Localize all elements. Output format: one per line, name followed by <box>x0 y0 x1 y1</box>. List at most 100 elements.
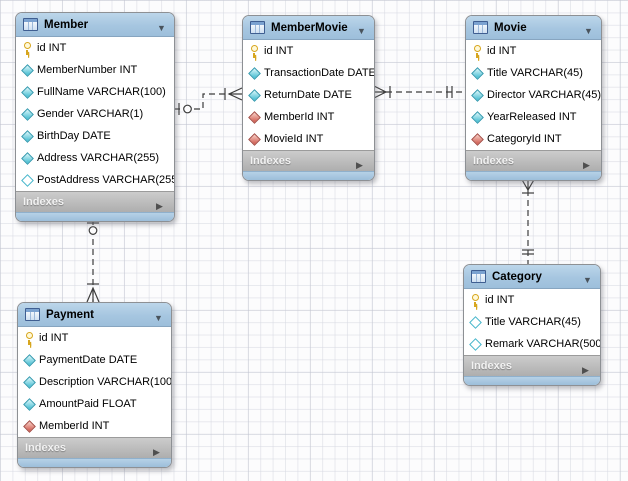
table-membermovie-header[interactable]: MemberMovie <box>243 16 374 40</box>
table-payment-columns: id INT PaymentDate DATE Description VARC… <box>18 327 171 437</box>
relationship-movie-category[interactable] <box>520 177 536 264</box>
table-bottom-strip <box>18 458 171 467</box>
member-field-gender[interactable]: Gender VARCHAR(1) <box>16 103 174 125</box>
membermovie-field-transactiondate[interactable]: TransactionDate DATE <box>243 62 374 84</box>
crowfoot-many-icon <box>86 286 100 303</box>
indexes-bar[interactable]: Indexes <box>464 355 600 376</box>
primary-key-icon <box>471 44 483 58</box>
membermovie-field-movieid[interactable]: MovieId INT <box>243 128 374 150</box>
indexes-label: Indexes <box>25 442 66 454</box>
relationship-line[interactable] <box>174 93 230 110</box>
crowfoot-many-icon <box>373 85 388 99</box>
table-title: MemberMovie <box>271 21 348 34</box>
expand-arrow-icon[interactable] <box>356 155 366 167</box>
movie-field-categoryid[interactable]: CategoryId INT <box>466 128 601 150</box>
column-icon <box>248 89 260 102</box>
expand-arrow-icon[interactable] <box>582 360 592 372</box>
table-bottom-strip <box>243 171 374 180</box>
indexes-label: Indexes <box>471 360 512 372</box>
crowfoot-many-icon <box>227 87 243 101</box>
category-field-id[interactable]: id INT <box>464 289 600 311</box>
table-bottom-strip <box>16 212 174 221</box>
table-member-header[interactable]: Member <box>16 13 174 37</box>
membermovie-field-returndate[interactable]: ReturnDate DATE <box>243 84 374 106</box>
table-movie-columns: id INT Title VARCHAR(45) Director VARCHA… <box>466 40 601 150</box>
category-field-remark[interactable]: Remark VARCHAR(500) <box>464 333 600 355</box>
indexes-label: Indexes <box>473 155 514 167</box>
foreign-key-icon <box>23 420 35 433</box>
table-category[interactable]: Category id INT Title VARCHAR(45) Remark… <box>463 264 601 386</box>
payment-field-paymentdate[interactable]: PaymentDate DATE <box>18 349 171 371</box>
membermovie-field-memberid[interactable]: MemberId INT <box>243 106 374 128</box>
column-icon <box>471 111 483 124</box>
movie-field-yearreleased[interactable]: YearReleased INT <box>466 106 601 128</box>
optional-circle-icon <box>88 226 98 235</box>
indexes-label: Indexes <box>250 155 291 167</box>
table-member[interactable]: Member id INT MemberNumber INT FullName … <box>15 12 175 222</box>
payment-field-id[interactable]: id INT <box>18 327 171 349</box>
member-field-postaddress[interactable]: PostAddress VARCHAR(255) <box>16 169 174 191</box>
table-bottom-strip <box>464 376 600 385</box>
foreign-key-icon <box>248 133 260 146</box>
collapse-arrow-icon[interactable] <box>357 21 367 33</box>
expand-arrow-icon[interactable] <box>156 196 166 208</box>
relationship-member-payment[interactable] <box>86 219 100 303</box>
expand-arrow-icon[interactable] <box>153 442 163 454</box>
payment-field-description[interactable]: Description VARCHAR(100) <box>18 371 171 393</box>
collapse-arrow-icon[interactable] <box>583 270 593 282</box>
column-icon <box>471 89 483 102</box>
table-icon <box>473 21 488 34</box>
collapse-arrow-icon[interactable] <box>584 21 594 33</box>
member-field-id[interactable]: id INT <box>16 37 174 59</box>
table-payment-header[interactable]: Payment <box>18 303 171 327</box>
column-icon <box>248 67 260 80</box>
column-icon <box>21 64 33 77</box>
category-field-title[interactable]: Title VARCHAR(45) <box>464 311 600 333</box>
column-icon <box>23 398 35 411</box>
expand-arrow-icon[interactable] <box>583 155 593 167</box>
table-title: Payment <box>46 308 94 321</box>
column-icon <box>21 152 33 165</box>
table-movie-header[interactable]: Movie <box>466 16 601 40</box>
table-icon <box>25 308 40 321</box>
table-category-columns: id INT Title VARCHAR(45) Remark VARCHAR(… <box>464 289 600 355</box>
table-category-header[interactable]: Category <box>464 265 600 289</box>
table-member-columns: id INT MemberNumber INT FullName VARCHAR… <box>16 37 174 191</box>
nullable-column-icon <box>21 174 33 187</box>
collapse-arrow-icon[interactable] <box>154 308 164 320</box>
movie-field-director[interactable]: Director VARCHAR(45) <box>466 84 601 106</box>
movie-field-id[interactable]: id INT <box>466 40 601 62</box>
table-membermovie-columns: id INT TransactionDate DATE ReturnDate D… <box>243 40 374 150</box>
collapse-arrow-icon[interactable] <box>157 18 167 30</box>
table-icon <box>250 21 265 34</box>
member-field-address[interactable]: Address VARCHAR(255) <box>16 147 174 169</box>
primary-key-icon <box>21 41 33 55</box>
indexes-bar[interactable]: Indexes <box>16 191 174 212</box>
payment-field-memberid[interactable]: MemberId INT <box>18 415 171 437</box>
relationship-member-membermovie[interactable] <box>174 87 243 115</box>
table-movie[interactable]: Movie id INT Title VARCHAR(45) Director … <box>465 15 602 181</box>
table-icon <box>23 18 38 31</box>
indexes-bar[interactable]: Indexes <box>243 150 374 171</box>
indexes-bar[interactable]: Indexes <box>466 150 601 171</box>
relationship-membermovie-movie[interactable] <box>373 85 465 99</box>
column-icon <box>21 86 33 99</box>
nullable-column-icon <box>469 316 481 329</box>
member-field-membernumber[interactable]: MemberNumber INT <box>16 59 174 81</box>
primary-key-icon <box>469 293 481 307</box>
column-icon <box>21 130 33 143</box>
column-icon <box>21 108 33 121</box>
membermovie-field-id[interactable]: id INT <box>243 40 374 62</box>
member-field-birthday[interactable]: BirthDay DATE <box>16 125 174 147</box>
table-bottom-strip <box>466 171 601 180</box>
member-field-fullname[interactable]: FullName VARCHAR(100) <box>16 81 174 103</box>
primary-key-icon <box>248 44 260 58</box>
table-payment[interactable]: Payment id INT PaymentDate DATE Descript… <box>17 302 172 468</box>
indexes-bar[interactable]: Indexes <box>18 437 171 458</box>
movie-field-title[interactable]: Title VARCHAR(45) <box>466 62 601 84</box>
payment-field-amountpaid[interactable]: AmountPaid FLOAT <box>18 393 171 415</box>
table-membermovie[interactable]: MemberMovie id INT TransactionDate DATE … <box>242 15 375 181</box>
column-icon <box>471 67 483 80</box>
